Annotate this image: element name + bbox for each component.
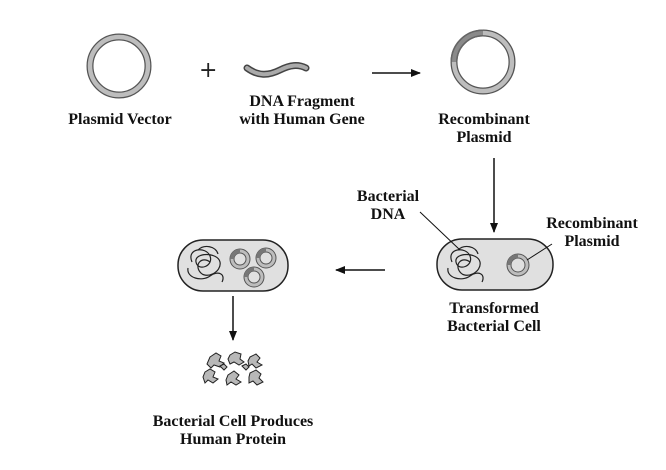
human-protein-cluster [202, 351, 264, 386]
recombinant-plasmid-in-cell [506, 253, 530, 277]
plasmid-vector-label: Plasmid Vector [68, 111, 172, 128]
dna-fragment-label: DNA Fragment with Human Gene [239, 93, 365, 128]
recombinant-plasmid-label: Recombinant Plasmid [438, 111, 530, 146]
plasmid-vector-ring [86, 33, 152, 99]
produces-protein-label: Bacterial Cell Produces Human Protein [152, 413, 314, 448]
recombinant-plasmid-ring [450, 29, 516, 95]
bacterial-dna-label: Bacterial DNA [356, 188, 420, 223]
plasmid-copy-3 [243, 266, 265, 288]
bacterial-dna-tangle-2 [187, 245, 224, 283]
dna-fragment-strand [243, 62, 310, 78]
replicating-bacterial-cell [177, 239, 289, 292]
bacterial-dna-pointer [419, 211, 461, 251]
transformed-cell-label: Transformed Bacterial Cell [447, 300, 541, 335]
plasmid-copy-1 [229, 248, 251, 270]
bacterial-dna-tangle [447, 245, 484, 283]
recombinant-plasmid-pointer [526, 243, 553, 261]
recombinant-plasmid-cell-label: Recombinant Plasmid [546, 215, 638, 250]
transformed-bacterial-cell [436, 238, 554, 291]
plasmid-copy-2 [255, 247, 277, 269]
plus-sign: + [199, 58, 218, 83]
